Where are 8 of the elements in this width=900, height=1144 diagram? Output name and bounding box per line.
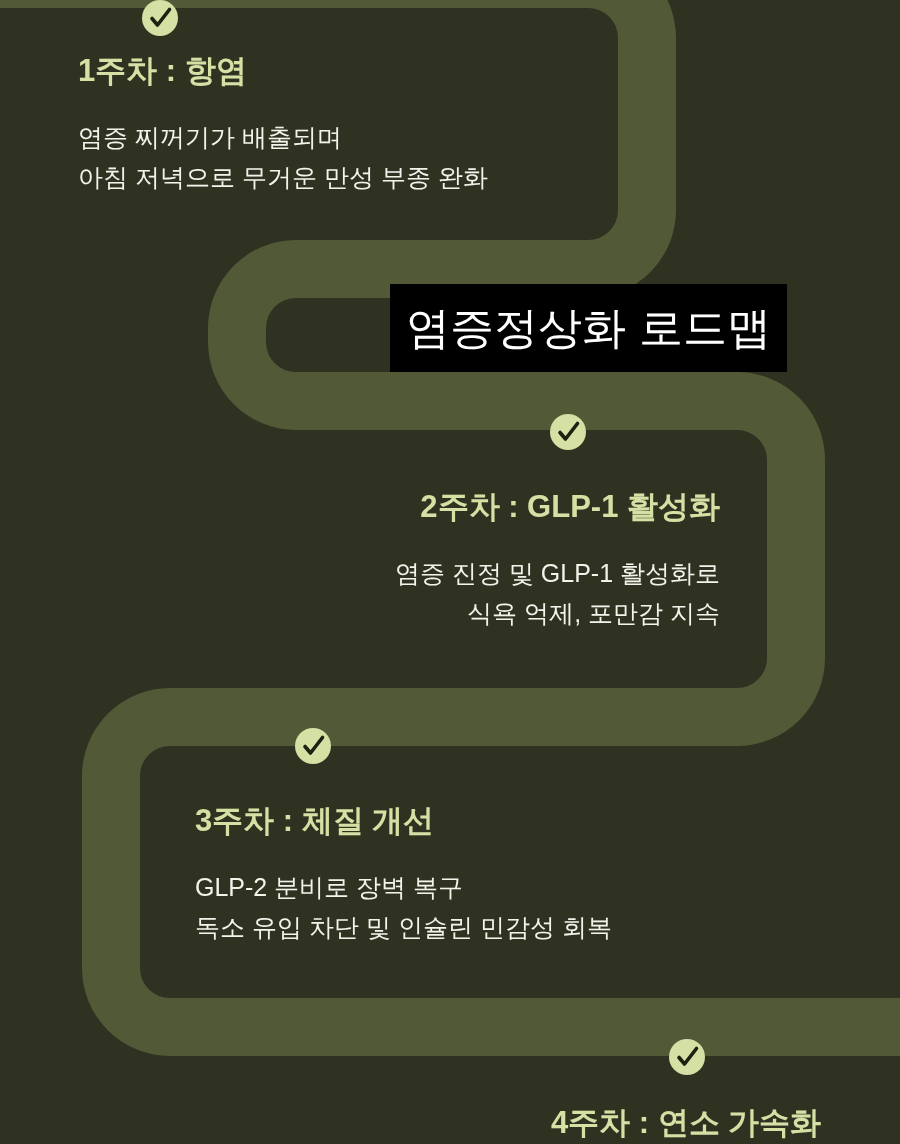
step-description: 염증 진정 및 GLP-1 활성화로 식욕 억제, 포만감 지속 (394, 558, 720, 629)
step-description: 염증 찌꺼기가 배출되며 아침 저녁으로 무거운 만성 부종 완화 (78, 122, 488, 193)
step-description: GLP-2 분비로 장벽 복구 독소 유입 차단 및 인슐린 민감성 회복 (195, 872, 612, 943)
step-heading: 2주차 : GLP-1 활성화 (420, 488, 720, 526)
title-banner: 염증정상화 로드맵 (390, 284, 787, 372)
step-heading: 3주차 : 체질 개선 (195, 802, 435, 840)
step-heading: 4주차 : 연소 가속화 (551, 1104, 822, 1142)
step-heading: 1주차 : 항염 (78, 52, 247, 90)
